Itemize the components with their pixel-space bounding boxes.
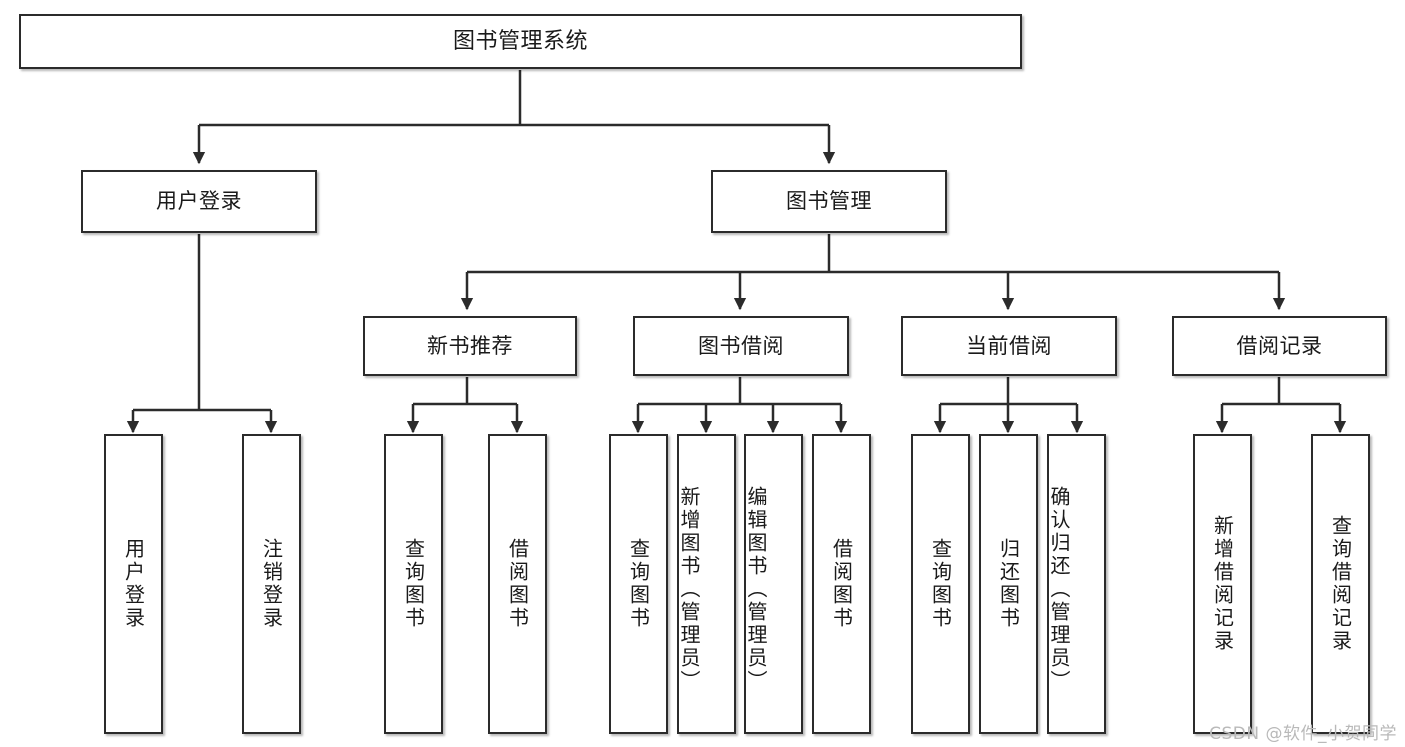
node-label: 图书管理 [786,189,872,214]
leaf-borrow-edit-book-admin[interactable]: 编辑图书（管理员） [744,434,803,734]
leaf-new-book-query[interactable]: 查询图书 [384,434,443,734]
node-label: 借阅图书 [829,538,854,630]
node-label: 新书推荐 [427,333,513,358]
node-label: 查询图书 [928,538,953,630]
leaf-current-query-book[interactable]: 查询图书 [911,434,970,734]
node-label: 注销登录 [259,538,284,630]
node-new-book-recommend[interactable]: 新书推荐 [363,316,577,376]
leaf-user-login-login[interactable]: 用户登录 [104,434,163,734]
node-book-management[interactable]: 图书管理 [711,170,947,233]
node-label: 图书借阅 [698,333,784,358]
node-label: 图书管理系统 [452,28,588,54]
leaf-record-add-record[interactable]: 新增借阅记录 [1193,434,1252,734]
node-label: 新增借阅记录 [1210,515,1235,653]
node-label: 当前借阅 [966,333,1052,358]
leaf-borrow-add-book-admin[interactable]: 新增图书（管理员） [677,434,736,734]
leaf-borrow-borrow-book[interactable]: 借阅图书 [812,434,871,734]
node-label: 借阅图书 [505,538,530,630]
node-label: 查询图书 [626,538,651,630]
node-label: 归还图书 [996,538,1021,630]
leaf-borrow-query-book[interactable]: 查询图书 [609,434,668,734]
node-root-system[interactable]: 图书管理系统 [19,14,1022,69]
node-label: 借阅记录 [1236,333,1323,358]
node-book-borrow[interactable]: 图书借阅 [633,316,849,376]
node-user-login[interactable]: 用户登录 [81,170,317,233]
node-label: 用户登录 [156,189,242,214]
node-label: 用户登录 [121,538,146,630]
node-label: 编辑图书（管理员） [744,485,768,693]
node-borrow-record[interactable]: 借阅记录 [1172,316,1387,376]
node-label: 新增图书（管理员） [677,485,701,693]
node-label: 查询图书 [401,538,426,630]
leaf-record-query-record[interactable]: 查询借阅记录 [1311,434,1370,734]
leaf-current-confirm-return-admin[interactable]: 确认归还（管理员） [1047,434,1106,734]
leaf-user-login-logout[interactable]: 注销登录 [242,434,301,734]
node-current-borrow[interactable]: 当前借阅 [901,316,1117,376]
watermark-text: CSDN @软件_小贺同学 [1209,724,1397,744]
node-label: 查询借阅记录 [1328,515,1353,653]
leaf-current-return-book[interactable]: 归还图书 [979,434,1038,734]
node-label: 确认归还（管理员） [1047,485,1071,693]
leaf-new-book-borrow[interactable]: 借阅图书 [488,434,547,734]
